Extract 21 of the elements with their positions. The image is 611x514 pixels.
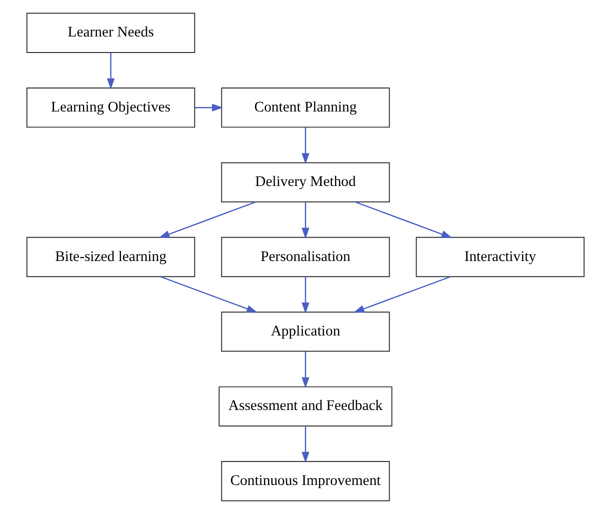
node-box: Delivery Method [221,162,390,202]
arrow [160,276,258,313]
arrow [302,276,310,314]
node-box: Assessment and Feedback [218,386,392,426]
arrow [158,201,256,238]
arrow [194,104,224,112]
arrow [106,52,115,90]
node-box: Learner Needs [26,12,196,53]
arrow [353,276,451,313]
node-box: Bite-sized learning [26,236,196,278]
arrow [302,127,310,164]
node-box: Continuous Improvement [221,461,390,502]
node-box: Learning Objectives [26,88,196,128]
node-box: Interactivity [416,236,585,278]
arrow [354,201,452,238]
node-box: Content Planning [221,88,390,128]
node-box: Personalisation [221,236,390,278]
arrow [302,202,310,239]
arrow [302,426,310,463]
arrow [302,352,310,388]
node-box: Application [221,312,390,352]
